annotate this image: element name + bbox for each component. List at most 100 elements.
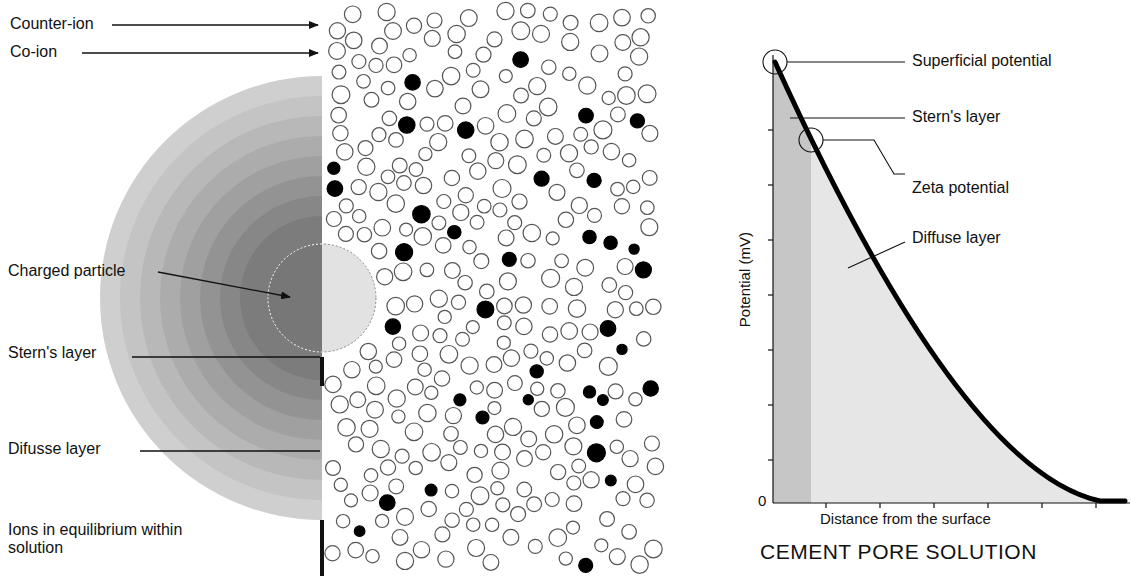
ion [498, 230, 514, 246]
ion [344, 362, 360, 378]
ion [458, 276, 472, 290]
ion [467, 518, 480, 531]
ion [378, 3, 395, 20]
ion [407, 296, 423, 312]
ion [441, 455, 457, 471]
ion [630, 114, 644, 128]
ion [434, 371, 449, 386]
ion [545, 493, 559, 507]
ion [470, 215, 484, 229]
ion [508, 216, 522, 230]
ion [487, 32, 502, 47]
ion [545, 426, 562, 443]
ion [381, 81, 395, 95]
ion [442, 67, 459, 84]
ion [604, 236, 617, 249]
ion [380, 460, 395, 475]
ion [566, 496, 582, 512]
ion [467, 467, 482, 482]
axes [768, 55, 1130, 508]
ion [367, 401, 384, 418]
ion [358, 158, 375, 175]
ion [460, 10, 477, 27]
ion [364, 469, 377, 482]
ion [588, 208, 602, 222]
ion [590, 14, 608, 32]
ion [445, 263, 461, 279]
ion [611, 107, 626, 122]
ion [646, 299, 661, 314]
part-label: Difusse layer [8, 440, 100, 458]
ion [445, 484, 458, 497]
graph-label: Zeta potential [912, 179, 1009, 197]
ion [476, 411, 489, 424]
ion [569, 417, 586, 434]
ion [637, 332, 651, 346]
leader-line [140, 450, 320, 451]
ion [526, 111, 541, 126]
legend-label: Counter-ion [10, 15, 94, 33]
ion [448, 226, 461, 239]
ion [380, 495, 396, 511]
axis-title: Distance from the surface [820, 510, 991, 527]
ion [397, 508, 414, 525]
ion [491, 134, 508, 151]
ion [594, 121, 612, 139]
ion [444, 170, 459, 185]
ion [551, 465, 566, 480]
ion [425, 386, 438, 399]
ion [555, 254, 569, 268]
ion [334, 478, 347, 491]
ion [413, 542, 429, 558]
ion [610, 440, 623, 453]
ion [523, 224, 540, 241]
ion [338, 419, 355, 436]
ion [559, 355, 575, 371]
ion [444, 427, 459, 442]
ion [448, 25, 465, 42]
ion [548, 129, 564, 145]
ion [387, 297, 405, 315]
ion [542, 299, 558, 315]
part-label: Stern's layer [8, 344, 96, 362]
ion [486, 357, 502, 373]
ion [459, 502, 473, 516]
ion [571, 197, 587, 213]
ion [614, 199, 629, 214]
ion [568, 300, 585, 317]
graph-leaders [763, 50, 905, 268]
ion [348, 542, 364, 558]
ion [392, 530, 408, 546]
ion [607, 302, 623, 318]
ion [616, 412, 632, 428]
ion [514, 88, 529, 103]
ion [503, 350, 519, 366]
ion [508, 376, 523, 391]
ion [437, 195, 451, 209]
ion [497, 336, 510, 349]
ion [420, 117, 434, 131]
ion [369, 58, 383, 72]
ion [344, 6, 361, 23]
ion [590, 416, 603, 429]
ion [329, 43, 346, 60]
ion [430, 134, 447, 151]
ion [559, 552, 572, 565]
ion [427, 13, 442, 28]
ion [618, 87, 636, 105]
ion [641, 9, 655, 23]
ion [352, 55, 366, 69]
ion [641, 219, 658, 236]
ion [435, 238, 451, 254]
ion [376, 514, 389, 527]
ion [598, 395, 609, 406]
ion [521, 254, 535, 268]
ion [357, 228, 371, 242]
ion [480, 284, 495, 299]
ion [462, 149, 476, 163]
ion [618, 67, 632, 81]
ion [563, 67, 576, 80]
graph-fill [773, 40, 1131, 510]
ion [591, 45, 608, 62]
